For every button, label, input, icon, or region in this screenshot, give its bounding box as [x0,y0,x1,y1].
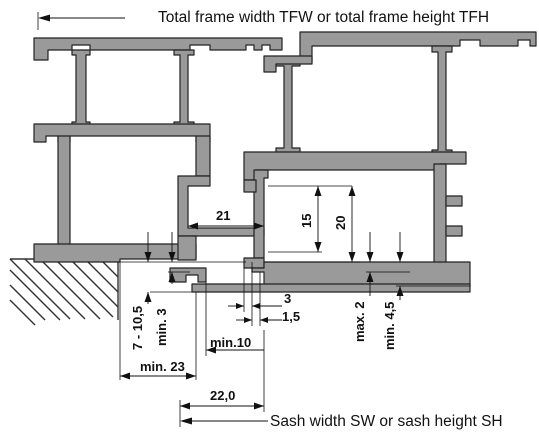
dim-label-15: 15 [299,214,314,228]
dim-label-20: 20 [333,216,348,230]
caption-arrows [37,12,268,427]
dim-label-22-0: 22,0 [210,388,235,403]
dim-label-min-10: min.10 [210,335,251,350]
frame-profile [33,37,283,283]
dim-label-max-2: max. 2 [352,302,367,342]
dim-label-1-5: 1,5 [282,309,300,324]
dim-label-min-3: min. 3 [154,308,169,346]
wall-hatching [9,258,120,326]
sash-profile [191,31,537,293]
dim-label-min-23: min. 23 [140,359,185,374]
top-caption: Total frame width TFW or total frame hei… [158,9,489,26]
dimension-lines [118,185,470,412]
bottom-caption: Sash width SW or sash height SH [270,413,503,430]
dim-label-21: 21 [216,208,230,223]
dim-label-7-10-5: 7 - 10,5 [130,306,145,350]
dim-label-3: 3 [284,291,291,306]
dim-label-min-4-5: min. 4,5 [382,302,397,350]
